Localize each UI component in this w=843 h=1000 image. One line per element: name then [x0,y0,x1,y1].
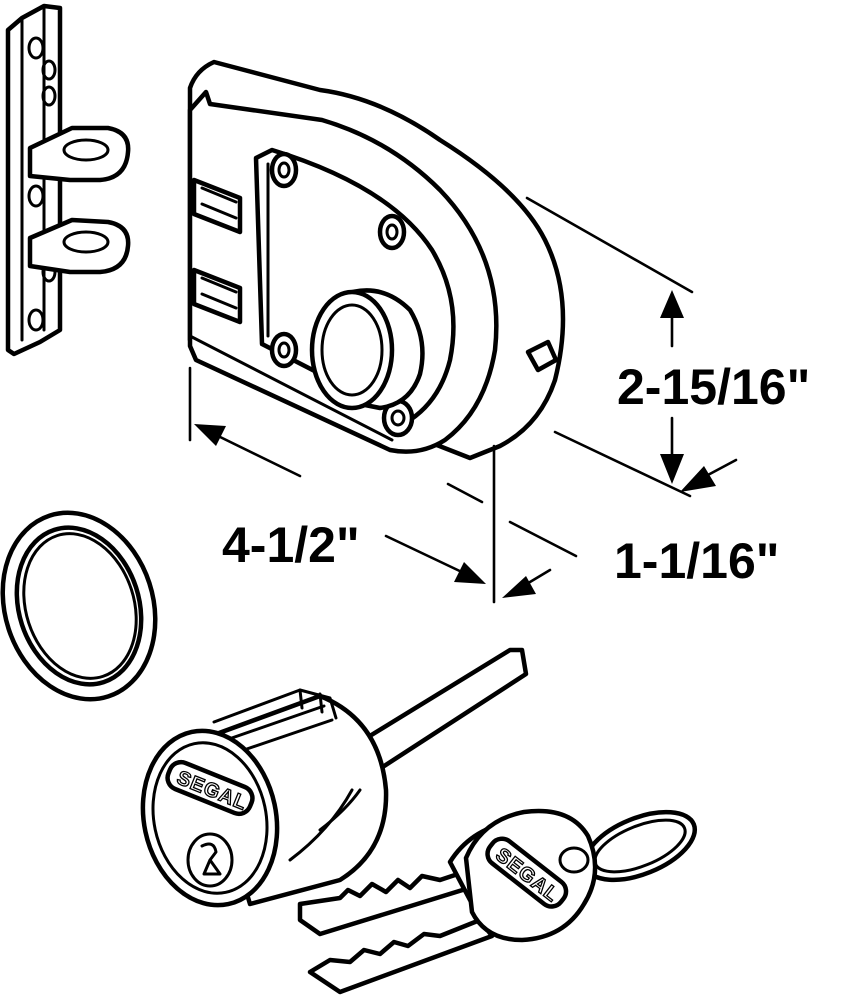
strike-screw-hole [41,85,57,107]
dimension-depth: 1-1/16" [446,458,779,598]
key-blade [297,867,485,937]
strike-screw-hole [27,308,45,332]
dimension-height: 2-15/16" [525,196,810,498]
strike-screw-hole [41,59,57,81]
key-logo-plate [485,836,569,909]
height-dimension-label: 2-15/16" [617,359,810,415]
keys: SEGAL [297,808,698,995]
tailpiece [357,647,529,773]
lock-cylinder: SEGAL [140,647,529,908]
keyway-icon [186,832,234,888]
cover-screw [269,151,299,189]
bolt-slot-upper [191,177,243,235]
strike-plate [5,3,131,357]
cylinder-logo-plate [165,759,255,817]
dimension-width: 4-1/2" [188,366,496,604]
key-blade [307,917,495,995]
trim-ring [0,510,158,702]
depth-dimension-label: 1-1/16" [614,533,779,589]
width-dimension-label: 4-1/2" [222,517,360,573]
cover-screw [269,331,299,369]
lock-body [187,59,566,461]
strike-screw-hole [27,184,45,208]
bolt-slot-lower [191,267,243,325]
cover-screw [377,213,407,251]
thumb-turn-knob [309,288,425,411]
strike-screw-hole [27,36,45,60]
